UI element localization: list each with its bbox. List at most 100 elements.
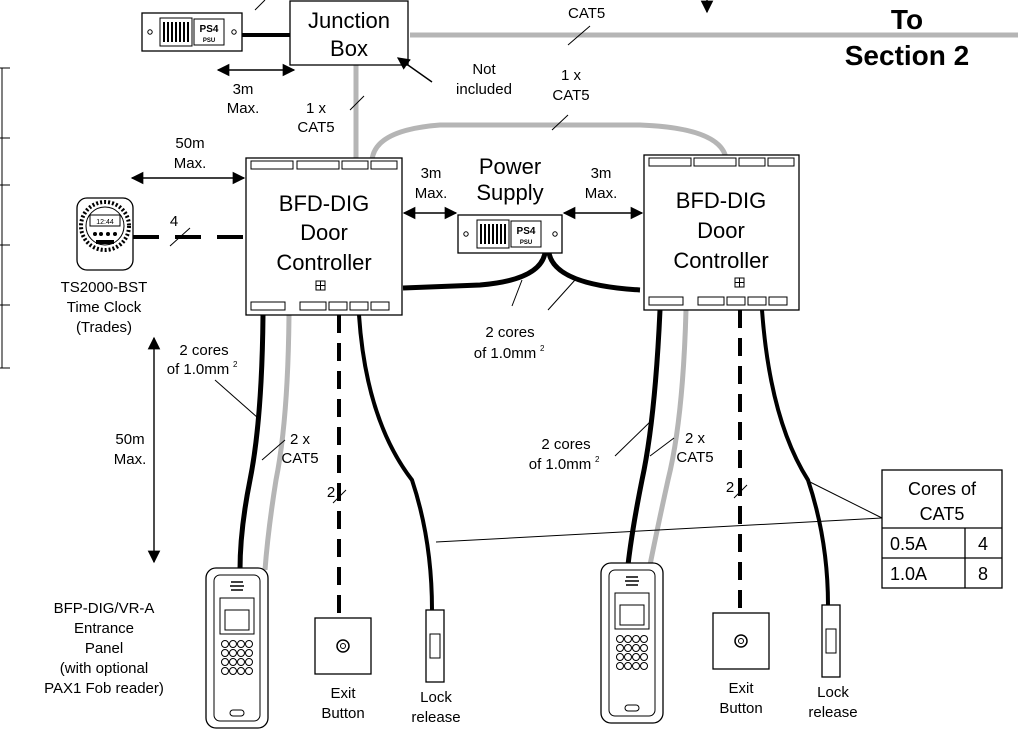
leader-exit-right: [733, 484, 748, 499]
cores-mid-line-2: of 1.0mm: [474, 345, 537, 362]
right-cat5-cable: [647, 309, 689, 566]
psu-to-right-controller: [546, 252, 641, 293]
cat5-2x-left-line-1: 2 x: [290, 431, 311, 448]
timeclock-line-2: Time Clock: [67, 299, 142, 316]
time-clock: 12:44: [76, 197, 134, 271]
entrance-panel-left: [205, 567, 269, 729]
exit-button-right: [712, 612, 770, 670]
cat5-1x-left-line-1: 1 x: [306, 100, 327, 117]
left-controller-line-3: Controller: [276, 250, 371, 275]
dist-3m-right-line-2: Max.: [585, 185, 618, 202]
timeclock-line-3: (Trades): [76, 319, 132, 336]
cores-mid-sup: 2: [540, 344, 545, 353]
exit-button-left-line-2: Button: [321, 705, 364, 722]
entrance-panel-line-3: Panel: [85, 640, 123, 657]
timeclock-display: 12:44: [96, 219, 114, 226]
table-header-line-1: Cores of: [908, 479, 977, 499]
table-cell-r2c1: 1.0A: [890, 564, 927, 584]
left-cat5-cable: [262, 314, 292, 571]
dist-3m-top-line-1: 3m: [233, 81, 254, 98]
timeclock-line-1: TS2000-BST: [61, 279, 148, 296]
psu-mid-sub: PSU: [520, 240, 532, 246]
entrance-panel-line-5: PAX1 Fob reader): [44, 680, 164, 697]
cat5-2x-left-line-2: CAT5: [281, 450, 318, 467]
right-door-controller: BFD-DIG Door Controller: [643, 154, 800, 311]
lock-release-left: [425, 609, 445, 683]
cores-right-sup: 2: [595, 455, 600, 464]
table-cell-r2c2: 8: [978, 564, 988, 584]
left-controller-line-1: BFD-DIG: [279, 191, 369, 216]
cores-right-line-1: 2 cores: [541, 436, 590, 453]
top-cat5-label: CAT5: [568, 5, 605, 22]
cores-right-line-2: of 1.0mm: [529, 456, 592, 473]
cat5-1x-top-line-1: 1 x: [561, 67, 582, 84]
leader-cores-left: [214, 379, 259, 419]
not-included-line-2: included: [456, 81, 512, 98]
leader-table-lower: [435, 517, 883, 543]
psu-sub: PSU: [203, 38, 215, 44]
lock-release-left-line-1: Lock: [420, 689, 452, 706]
power-supply-line-1: Power: [479, 154, 541, 179]
junction-box-line-2: Box: [330, 36, 368, 61]
dist-50m-side-line-1: 50m: [115, 431, 144, 448]
table-header-line-2: CAT5: [920, 504, 965, 524]
lock-release-left-line-2: release: [411, 709, 460, 726]
lock-release-right-line-1: Lock: [817, 684, 849, 701]
top-psu: PS4 PSU: [141, 12, 243, 52]
leader-table-upper: [809, 481, 883, 519]
cores-left-line-1: 2 cores: [179, 342, 228, 359]
dist-3m-right-line-1: 3m: [591, 165, 612, 182]
leader-cat5-top: [551, 114, 569, 131]
psu-to-left-controller: [402, 252, 548, 291]
psu-label: PS4: [200, 24, 219, 35]
entrance-panel-right: [600, 562, 664, 724]
right-lock-cable: [760, 309, 830, 606]
table-cell-r1c1: 0.5A: [890, 534, 927, 554]
junction-box-line-1: Junction: [308, 8, 390, 33]
cores-mid-line-1: 2 cores: [485, 324, 534, 341]
leader-top-cat5: [567, 25, 591, 46]
leader-cores-right: [614, 419, 653, 457]
entrance-panel-line-4: (with optional: [60, 660, 148, 677]
to-section-line-1: To: [891, 4, 923, 35]
leader-exit-left: [332, 489, 347, 504]
power-supply-unit: PS4 PSU: [457, 214, 563, 254]
lock-release-right: [821, 604, 841, 678]
leader-cat5-2x-left: [261, 439, 286, 461]
arrow-not-included: [396, 57, 433, 83]
cat5-controller-link: [369, 122, 729, 161]
psu-mid-label: PS4: [517, 226, 536, 237]
right-controller-line-2: Door: [697, 218, 745, 243]
timeclock-cores-label: 4: [170, 213, 178, 230]
leader-cat5-left: [349, 95, 365, 111]
power-supply-line-2: Supply: [476, 180, 543, 205]
left-power-cable: [237, 314, 266, 571]
entrance-panel-line-2: Entrance: [74, 620, 134, 637]
exit-button-left: [314, 617, 372, 675]
dist-3m-top-line-2: Max.: [227, 100, 260, 117]
right-controller-line-1: BFD-DIG: [676, 188, 766, 213]
to-section-line-2: Section 2: [845, 40, 969, 71]
cat5-1x-left-line-2: CAT5: [297, 119, 334, 136]
leader-timeclock-cores: [169, 227, 191, 247]
dist-50m-top-line-1: 50m: [175, 135, 204, 152]
dist-50m-side-line-2: Max.: [114, 451, 147, 468]
exit-button-right-line-2: Button: [719, 700, 762, 717]
entrance-panel-line-1: BFP-DIG/VR-A: [54, 600, 155, 617]
left-edge-fragment: [0, 67, 10, 369]
cores-left-sup: 2: [233, 360, 238, 369]
leader-psu-left: [511, 279, 523, 307]
exit-cores-left-label: 2: [327, 484, 335, 501]
exit-cores-right-label: 2: [726, 479, 734, 496]
exit-button-right-line-1: Exit: [728, 680, 754, 697]
leader-psu-right: [547, 279, 576, 311]
cores-table: Cores of CAT5 0.5A 4 1.0A 8: [881, 469, 1003, 589]
left-lock-cable: [357, 314, 434, 611]
cores-left-line-2: of 1.0mm: [167, 361, 230, 378]
leader-cat5-2x-right: [649, 437, 675, 457]
psu-top-lead: [254, 0, 266, 11]
dist-3m-left-line-1: 3m: [421, 165, 442, 182]
dist-50m-top-line-2: Max.: [174, 155, 207, 172]
cat5-1x-top-line-2: CAT5: [552, 87, 589, 104]
